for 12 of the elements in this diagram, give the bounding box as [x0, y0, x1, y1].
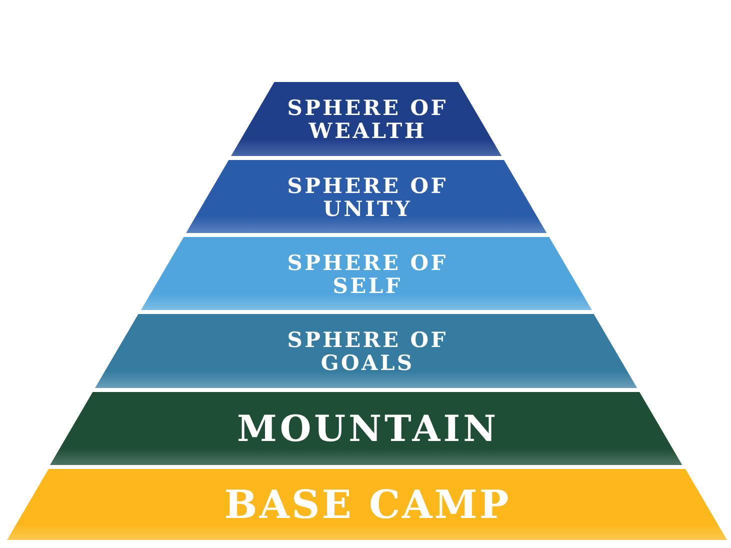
tier-label: SPHERE OF UNITY [286, 174, 449, 220]
tier-label: SPHERE OF GOALS [286, 328, 449, 374]
pyramid-tier [50, 392, 683, 465]
pyramid-tier [231, 82, 502, 156]
tier-label: BASE CAMP [223, 482, 511, 526]
tier-label: SPHERE OF SELF [286, 250, 449, 296]
pyramid-tier [141, 237, 592, 310]
pyramid-tier [6, 469, 726, 540]
pyramid-tier [186, 160, 547, 233]
tier-label: SPHERE OF WEALTH [286, 96, 449, 142]
tier-label: MOUNTAIN [236, 408, 499, 448]
pyramid-tier [95, 314, 638, 388]
